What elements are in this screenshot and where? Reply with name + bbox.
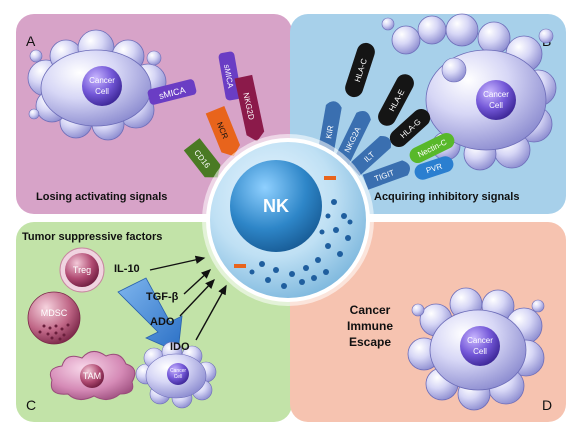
cancer-cell-label-line2: Cell <box>473 347 487 356</box>
panel-a-letter: A <box>26 33 36 49</box>
cancer-cell-label-line2: Cell <box>95 87 109 96</box>
ado-arrow <box>179 278 215 317</box>
hla-c-ligand: HLA-C <box>345 42 375 98</box>
tam-cell: TAM <box>49 351 136 400</box>
pvr-ligand: PVR <box>414 156 454 180</box>
smica-bound-label: sMICA <box>222 64 235 90</box>
nk-granule-marker <box>234 264 246 268</box>
cancer-cell-nucleus <box>82 66 122 106</box>
ido-arrow <box>195 284 227 341</box>
cancer-cell-label-line2: Cell <box>174 374 183 380</box>
factor-tgfb: TGF-β <box>146 291 179 303</box>
panel-d-caption-line1: Cancer <box>350 303 391 317</box>
ncr-receptor: NCR <box>205 106 241 157</box>
nk-cell: NK <box>202 134 374 306</box>
panel-b-caption: Acquiring inhibitory signals <box>374 191 519 203</box>
factor-il10: IL-10 <box>114 263 140 275</box>
mdsc-label: MDSC <box>41 308 68 318</box>
panel-d-caption-line3: Escape <box>349 335 391 349</box>
panel-c-title: Tumor suppressive factors <box>22 231 162 243</box>
il10-arrow <box>149 255 206 271</box>
treg-label: Treg <box>73 265 91 275</box>
cancer-cell-bubbles <box>381 13 557 171</box>
factor-ado: ADO <box>150 316 175 328</box>
cancer-cell-label-line2: Cell <box>489 101 503 110</box>
nk-label: NK <box>263 196 289 216</box>
nk-nucleus <box>230 160 322 252</box>
cancer-cell-small: Cancer Cell <box>135 341 217 409</box>
tigit-receptor: TIGIT <box>362 160 411 190</box>
cancer-cell-label-line1: Cancer <box>483 90 509 99</box>
nk-granule-marker <box>324 176 336 180</box>
nk-granules <box>249 199 353 289</box>
cancer-cell-label-line1: Cancer <box>467 336 493 345</box>
panel-d-caption-line2: Immune <box>347 319 393 333</box>
panel-c-letter: C <box>26 397 36 413</box>
factor-ido: IDO <box>170 341 190 353</box>
kir-label: KIR <box>324 124 335 139</box>
mdsc-granules <box>38 323 70 341</box>
treg-cell: Treg <box>59 247 105 293</box>
nkg2d-receptor: NKG2D <box>234 74 265 142</box>
mdsc-cell: MDSC <box>27 291 81 345</box>
panel-d-letter: D <box>542 397 552 413</box>
cancer-cell-nucleus <box>167 363 189 385</box>
smica-soluble-ligand: sMICA <box>147 79 197 105</box>
cancer-cell-nucleus <box>460 326 500 366</box>
cancer-cell-label-line1: Cancer <box>89 76 115 85</box>
cancer-cell-bubbles <box>407 287 545 411</box>
cancer-cell-label-line1: Cancer <box>170 368 186 374</box>
cancer-cell-bubbles <box>27 29 167 141</box>
cancer-cell-nucleus <box>476 80 516 120</box>
cancer-cell-d: Cancer Cell <box>407 287 545 411</box>
suppression-block-arrow <box>117 277 183 353</box>
panel-a-caption: Losing activating signals <box>36 191 167 203</box>
cd16-receptor: CD16 <box>183 138 221 178</box>
tgfb-arrow <box>183 269 212 295</box>
smica-bound-ligand: sMICA <box>218 51 242 101</box>
tam-label: TAM <box>83 371 101 381</box>
hla-e-ligand: HLA-E <box>378 74 414 126</box>
ilt-receptor: ILT <box>348 136 392 177</box>
cancer-cell-b: Cancer Cell <box>381 13 557 171</box>
cancer-cell-a: Cancer Cell <box>27 29 167 141</box>
